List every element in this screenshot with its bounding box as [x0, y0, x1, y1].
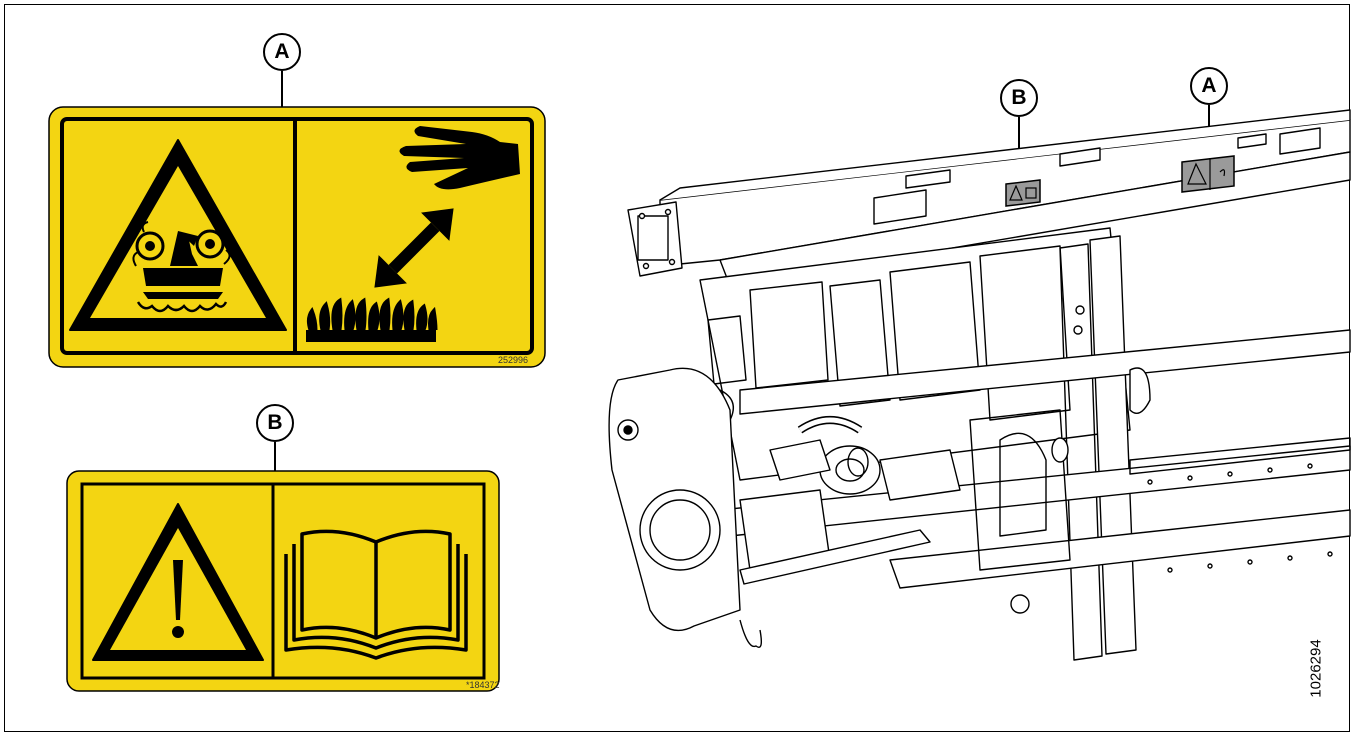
decal-a-part-number: 252996 — [498, 355, 529, 365]
crop-icon — [306, 297, 438, 342]
operator-manual-book-icon — [284, 529, 468, 660]
machine-decal-a-location — [1181, 155, 1235, 193]
figure-id: 1026294 — [1307, 639, 1325, 698]
header-machine-illustration — [608, 109, 1351, 661]
callout-b-machine: B — [1000, 79, 1038, 117]
double-arrow-icon — [374, 208, 454, 288]
decal-b-part-number: *184372 — [466, 680, 500, 690]
decal-b-read-manual — [66, 470, 500, 692]
callout-b-decal: B — [256, 404, 294, 442]
machine-decal-b-location — [1005, 179, 1041, 207]
entanglement-hazard-triangle-icon — [69, 139, 287, 331]
warning-exclamation-triangle-icon — [92, 503, 264, 661]
leader-line-b-decal — [274, 442, 276, 472]
callout-a-decal: A — [263, 33, 301, 71]
callout-a-machine: A — [1190, 67, 1228, 105]
leader-line-a-decal — [281, 71, 283, 108]
hand-icon — [399, 126, 520, 190]
decal-a-entanglement — [48, 106, 546, 368]
